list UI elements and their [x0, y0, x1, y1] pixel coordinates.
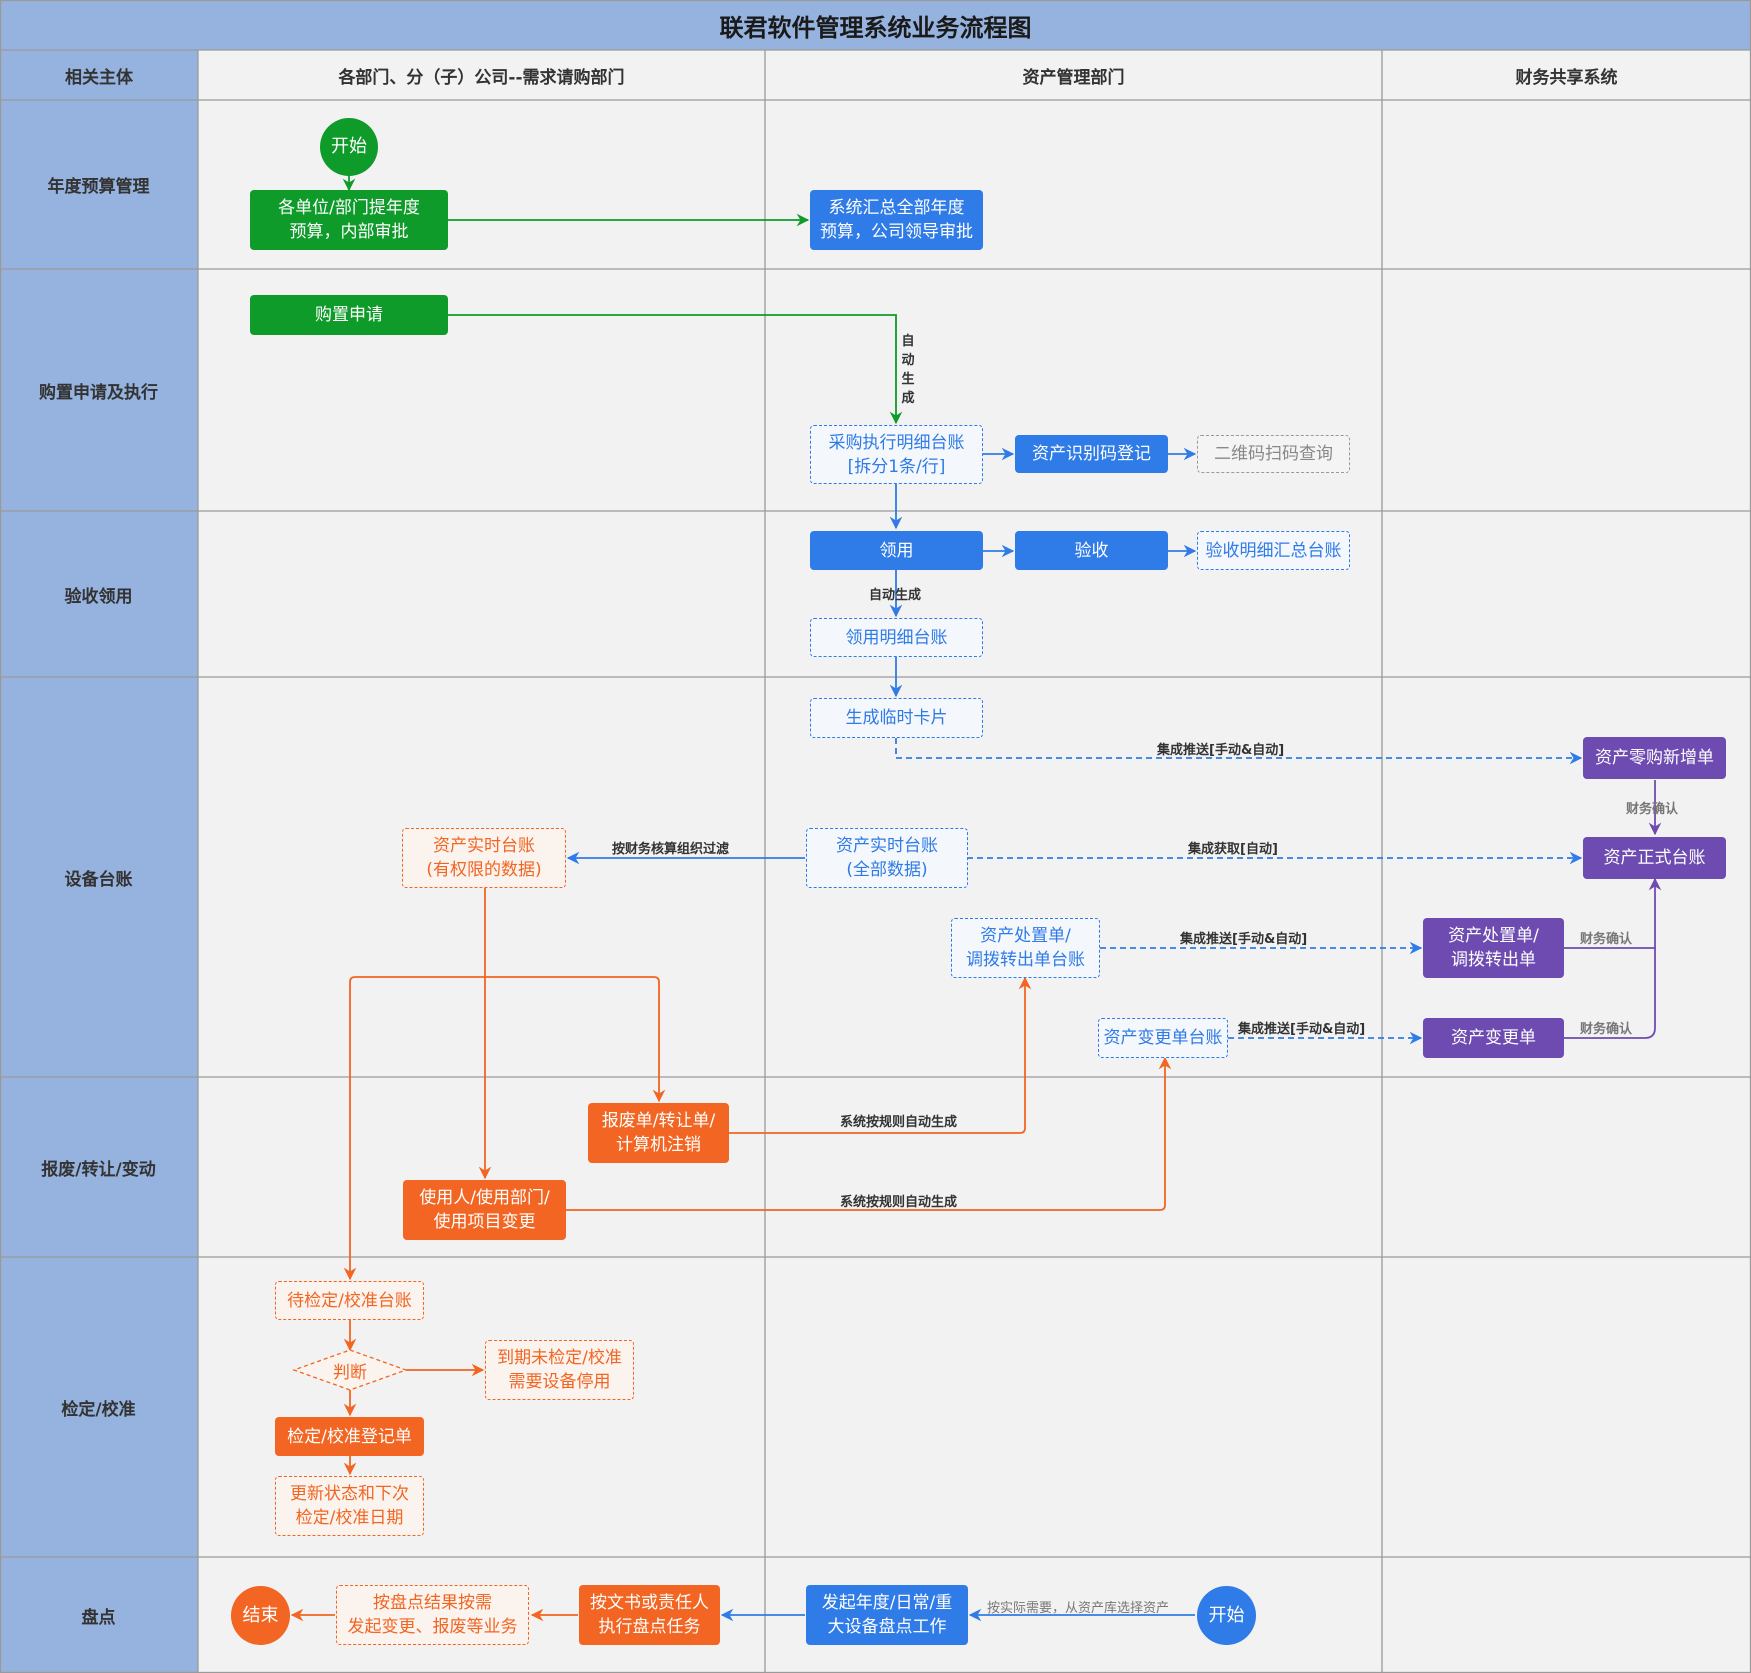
- realtime-all-node[interactable]: 资产实时台账 (全部数据): [806, 828, 968, 888]
- formal-ledger-node[interactable]: 资产正式台账: [1583, 837, 1726, 879]
- edge-realtime-to-pending: [343, 976, 485, 1281]
- edge-label-fetch: 集成获取[自动]: [1188, 842, 1278, 857]
- new-purchase-order-node[interactable]: 资产零购新增单: [1583, 737, 1726, 779]
- edge-card-push: [895, 738, 1583, 765]
- page-title: 联君软件管理系统业务流程图: [719, 13, 1032, 42]
- start-node-top[interactable]: 开始: [320, 118, 378, 176]
- judge-diamond: [292, 1349, 408, 1391]
- edge-label-rule-gen-2: 系统按规则自动生成: [840, 1195, 958, 1210]
- lane-label-purchase: 购置申请及执行: [39, 382, 158, 403]
- edge-label-auto-gen: 自动生成: [869, 588, 922, 603]
- edge-request-to-purchase-ledger: [448, 314, 903, 425]
- column-header-subject: 相关主体: [65, 67, 133, 88]
- edge-change-to-formal: [1564, 948, 1656, 1039]
- lane-label-acceptance: 验收领用: [64, 586, 133, 607]
- user-change-node[interactable]: 使用人/使用部门/ 使用项目变更: [403, 1180, 566, 1240]
- column-header-asset-mgmt: 资产管理部门: [1022, 67, 1125, 88]
- fin-change-node[interactable]: 资产变更单: [1423, 1018, 1564, 1058]
- start-node-bottom[interactable]: 开始: [1197, 1586, 1256, 1645]
- expired-stop-node[interactable]: 到期未检定/校准 需要设备停用: [485, 1340, 634, 1400]
- edge-label-fin-confirm-3: 财务确认: [1580, 1022, 1633, 1037]
- change-ledger-node[interactable]: 资产变更单台账: [1098, 1018, 1228, 1058]
- inv-task-node[interactable]: 按文书或责任人 执行盘点任务: [579, 1585, 720, 1645]
- edge-label-rule-gen-1: 系统按规则自动生成: [840, 1115, 958, 1130]
- update-status-node[interactable]: 更新状态和下次 检定/校准日期: [275, 1476, 424, 1536]
- realtime-limited-node[interactable]: 资产实时台账 (有权限的数据): [402, 828, 566, 888]
- end-node[interactable]: 结束: [231, 1586, 290, 1645]
- column-header-dept: 各部门、分（子）公司--需求请购部门: [338, 67, 625, 88]
- temp-card-node[interactable]: 生成临时卡片: [810, 698, 983, 738]
- disposal-ledger-node[interactable]: 资产处置单/ 调拨转出单台账: [951, 918, 1100, 978]
- edge-label-push-3: 集成推送[手动&自动]: [1238, 1022, 1366, 1037]
- fin-disposal-node[interactable]: 资产处置单/ 调拨转出单: [1423, 918, 1564, 978]
- purchase-ledger-node[interactable]: 采购执行明细台账 [拆分1条/行]: [810, 425, 983, 484]
- accept-node[interactable]: 验收: [1015, 531, 1168, 570]
- sys-budget-node[interactable]: 系统汇总全部年度 预算，公司领导审批: [810, 190, 983, 250]
- edge-scrap-to-disposal: [729, 976, 1032, 1134]
- inv-followup-node[interactable]: 按盘点结果按需 发起变更、报废等业务: [336, 1585, 529, 1645]
- lane-label-calibration: 检定/校准: [61, 1399, 136, 1420]
- judge-label[interactable]: 判断: [333, 1362, 367, 1383]
- edge-label-auto-gen-vertical: 自动生成: [901, 334, 915, 406]
- edge-label-filter: 按财务核算组织过滤: [612, 842, 730, 857]
- edge-label-fin-confirm-2: 财务确认: [1580, 932, 1633, 947]
- edge-label-select-assets: 按实际需要，从资产库选择资产: [987, 1601, 1170, 1616]
- edge-label-fin-confirm-1: 财务确认: [1626, 802, 1679, 817]
- accept-summary-node[interactable]: 验收明细汇总台账: [1197, 531, 1350, 570]
- edge-realtime-to-scrap: [485, 976, 666, 1103]
- scrap-order-node[interactable]: 报废单/转让单/ 计算机注销: [588, 1103, 729, 1163]
- lane-label-budget: 年度预算管理: [47, 177, 150, 197]
- edge-label-push-2: 集成推送[手动&自动]: [1180, 932, 1308, 947]
- purchase-request-node[interactable]: 购置申请: [250, 295, 448, 335]
- pending-calib-node[interactable]: 待检定/校准台账: [275, 1281, 424, 1320]
- column-header-finance: 财务共享系统: [1515, 67, 1618, 88]
- edge-user-change-to-change-ledger: [566, 1056, 1172, 1211]
- dept-budget-node[interactable]: 各单位/部门提年度 预算，内部审批: [250, 190, 448, 250]
- receive-ledger-node[interactable]: 领用明细台账: [810, 618, 983, 657]
- asset-id-register-node[interactable]: 资产识别码登记: [1015, 435, 1168, 473]
- calib-register-node[interactable]: 检定/校准登记单: [275, 1417, 424, 1456]
- lane-label-ledger: 设备台账: [64, 869, 133, 890]
- receive-node[interactable]: 领用: [810, 531, 983, 570]
- qr-query-node[interactable]: 二维码扫码查询: [1197, 435, 1350, 473]
- lane-label-inventory: 盘点: [81, 1607, 116, 1628]
- lane-label-scrap: 报废/转让/变动: [41, 1159, 156, 1180]
- edge-label-push-1: 集成推送[手动&自动]: [1157, 743, 1285, 758]
- inv-launch-node[interactable]: 发起年度/日常/重 大设备盘点工作: [806, 1585, 968, 1645]
